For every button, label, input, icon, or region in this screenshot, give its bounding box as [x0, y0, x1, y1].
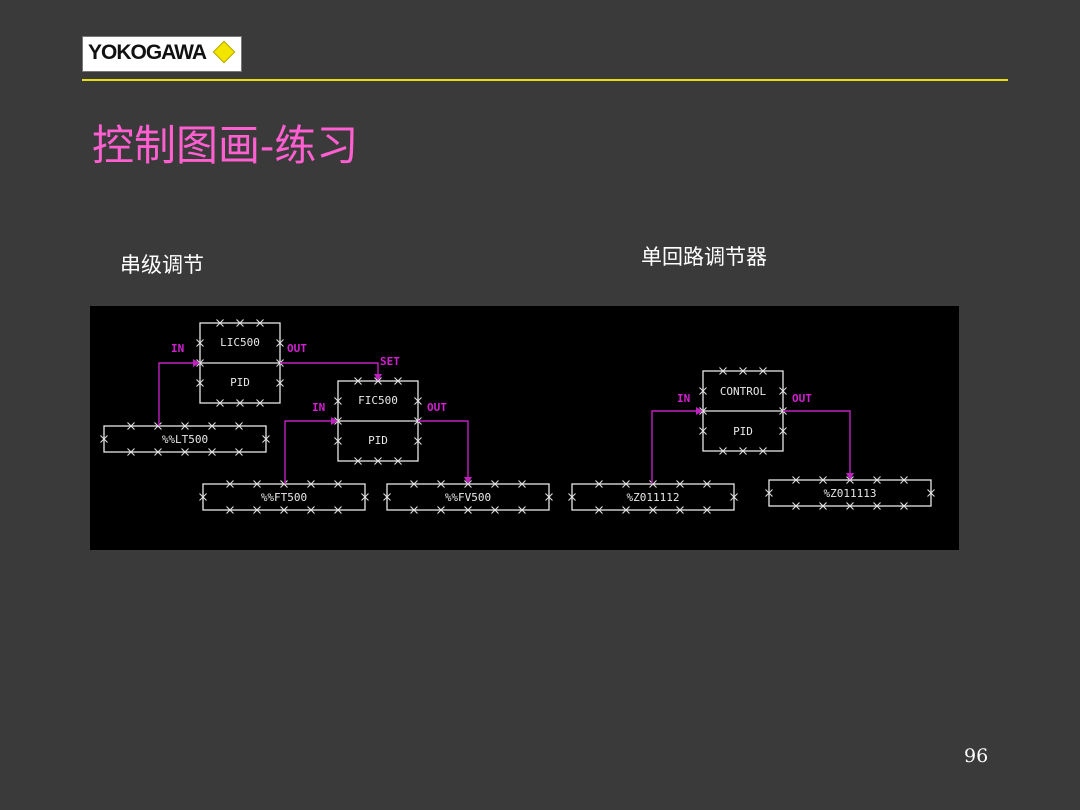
slide-title: 控制图画-练习 — [92, 121, 359, 170]
logo-diamond-icon — [212, 40, 236, 64]
fic500-out-to-fv500-wire[interactable] — [418, 420, 469, 480]
control-type: PID — [733, 425, 753, 438]
z011113-in-arrow — [846, 473, 854, 480]
control-in-arrow — [696, 407, 703, 415]
logo-wordmark: YOKOGAWA — [88, 41, 207, 64]
ft500-to-fic500-wire[interactable] — [284, 420, 334, 484]
lic500-in-arrow — [193, 359, 200, 367]
fic500-in-label: IN — [312, 401, 325, 414]
control-in-label: IN — [677, 392, 690, 405]
lic500-type: PID — [230, 376, 250, 389]
z011112-block[interactable]: %Z011112 — [571, 483, 735, 511]
fic500-block[interactable]: FIC500 PID — [337, 380, 419, 462]
control-tag: CONTROL — [720, 385, 767, 398]
lt500-block[interactable]: %%LT500 — [103, 425, 267, 453]
z011113-tag: %Z011113 — [824, 487, 877, 500]
z011112-to-control-wire[interactable] — [651, 410, 699, 484]
yokogawa-logo: YOKOGAWA — [82, 36, 242, 72]
fv500-tag: %%FV500 — [445, 491, 491, 504]
control-drawing-svg: LIC500 PID IN OUT FIC500 PID SET IN OUT … — [100, 319, 935, 514]
ft500-block[interactable]: %%FT500 — [202, 483, 366, 511]
lic500-out-label: OUT — [287, 342, 307, 355]
control-drawing-panel: LIC500 PID IN OUT FIC500 PID SET IN OUT … — [90, 306, 959, 550]
lt500-frame — [103, 425, 267, 453]
control-out-label: OUT — [792, 392, 812, 405]
lt500-tag: %%LT500 — [162, 433, 208, 446]
control-out-to-z011113-wire[interactable] — [783, 410, 851, 476]
fic500-in-arrow — [331, 417, 338, 425]
fic500-set-label: SET — [380, 355, 400, 368]
lic500-tag: LIC500 — [220, 336, 260, 349]
z011113-block[interactable]: %Z011113 — [768, 479, 932, 507]
fic500-out-label: OUT — [427, 401, 447, 414]
cascade-control-heading: 串级调节 — [120, 253, 204, 277]
lt500-to-lic500-wire[interactable] — [158, 362, 196, 426]
lic500-out-to-fic500-set-wire[interactable] — [280, 362, 379, 377]
fic500-type: PID — [368, 434, 388, 447]
fv500-in-arrow — [464, 477, 472, 484]
ft500-frame — [202, 483, 366, 511]
z011112-tag: %Z011112 — [627, 491, 680, 504]
lic500-block[interactable]: LIC500 PID — [199, 322, 281, 404]
ft500-tag: %%FT500 — [261, 491, 307, 504]
single-loop-controller-heading: 单回路调节器 — [641, 245, 767, 269]
z011112-frame — [571, 483, 735, 511]
fic500-tag: FIC500 — [358, 394, 398, 407]
page-number: 96 — [964, 745, 989, 767]
fic500-set-arrow — [374, 374, 382, 381]
fv500-block[interactable]: %%FV500 — [386, 483, 550, 511]
lic500-in-label: IN — [171, 342, 184, 355]
header-rule — [82, 79, 1008, 81]
control-block[interactable]: CONTROL PID — [702, 370, 784, 452]
